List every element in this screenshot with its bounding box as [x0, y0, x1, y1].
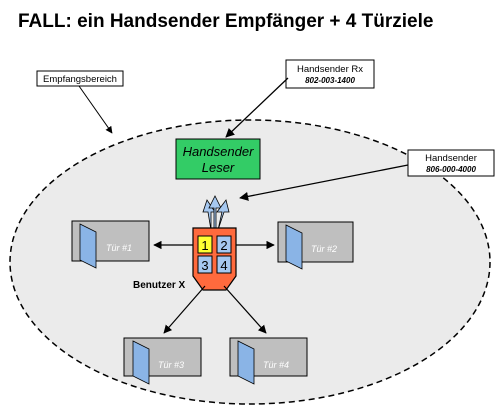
remote-button-2-label: 2: [220, 238, 227, 253]
door-1-label: Tür #1: [106, 243, 132, 253]
arrow-to-door-3: [163, 285, 206, 334]
remote-button-4-label: 4: [220, 258, 227, 273]
transmitter-id: 806-000-4000: [426, 165, 476, 174]
door-4-label: Tür #4: [263, 360, 289, 370]
remote-button-3: [197, 255, 213, 274]
reader-label-line2: Leser: [202, 160, 235, 175]
reception-area-ellipse: [9, 119, 491, 405]
diagram-title: FALL: ein Handsender Empfänger + 4 Türzi…: [18, 11, 433, 32]
door-3: Tür #3: [123, 337, 202, 385]
door-4-icon: [237, 340, 255, 385]
receiver-callout: Handsender Rx 802-003-1400: [225, 59, 375, 138]
reception-area-callout: Empfangsbereich: [36, 70, 124, 134]
remote-button-2: [216, 235, 232, 254]
receiver-title: Handsender Rx: [297, 64, 363, 75]
door-2: Tür #2: [277, 221, 354, 270]
user-label: Benutzer X: [133, 280, 186, 291]
remote-control: 1 2 3 4: [192, 227, 237, 291]
remote-button-3-label: 3: [201, 258, 208, 273]
remote-button-4: [216, 255, 232, 274]
arrow-to-door-4: [223, 285, 267, 334]
door-3-icon: [132, 340, 150, 385]
remote-button-1: [197, 235, 213, 254]
door-1: Tür #1: [71, 220, 150, 269]
transmitter-callout: Handsender 806-000-4000: [239, 149, 495, 201]
door-2-label: Tür #2: [311, 244, 337, 254]
door-1-icon: [79, 223, 97, 269]
reader-box: Handsender Leser: [175, 138, 261, 180]
remote-button-1-label: 1: [201, 238, 208, 253]
receiver-id: 802-003-1400: [305, 76, 355, 85]
door-3-label: Tür #3: [158, 360, 184, 370]
door-4: Tür #4: [229, 337, 308, 385]
reader-label-line1: Handsender: [183, 144, 254, 159]
signal-arrows-icon: [202, 195, 230, 231]
door-arrows: [153, 240, 275, 334]
door-2-icon: [285, 224, 303, 270]
reception-area-label: Empfangsbereich: [43, 74, 117, 85]
transmitter-title: Handsender: [425, 153, 477, 164]
